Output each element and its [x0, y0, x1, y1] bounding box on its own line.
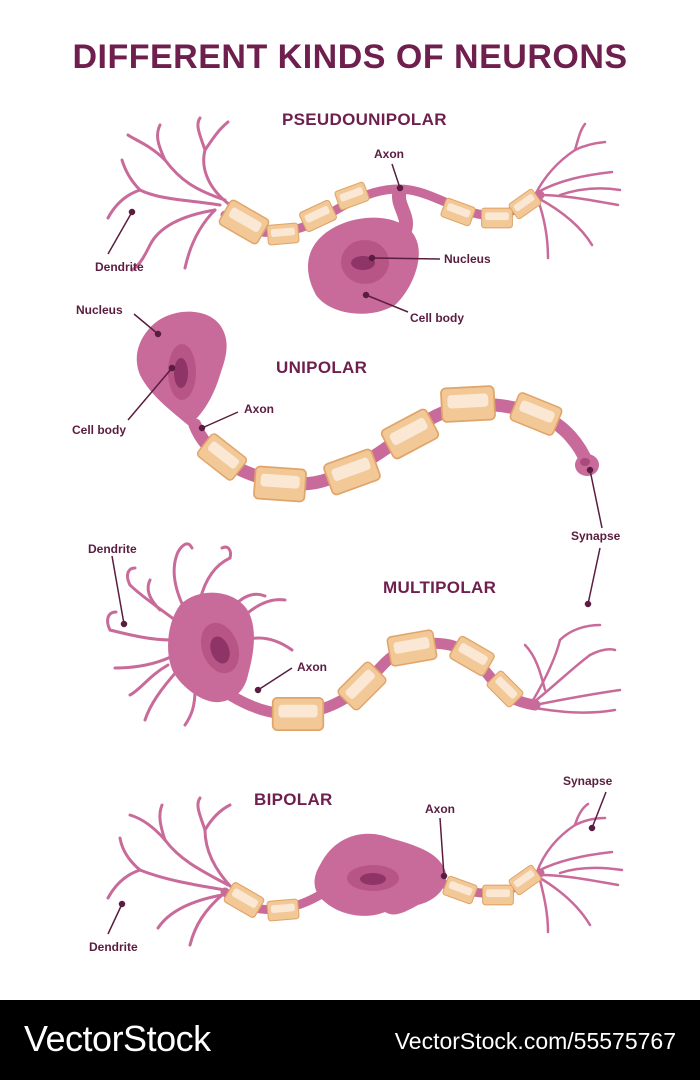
myelin-sheath [385, 628, 439, 668]
multipolar-terminals [523, 623, 622, 714]
label-nucleus: Nucleus [76, 303, 123, 317]
footer-bar: VectorStock VectorStock.com/55575767 [0, 1000, 700, 1080]
myelin-sheath [481, 207, 513, 229]
label-cell-body: Cell body [72, 423, 127, 437]
myelin-sheath [439, 196, 477, 228]
label-synapse: Synapse [571, 529, 621, 543]
bipolar-leaders [107, 791, 607, 935]
label-dendrite: Dendrite [95, 260, 144, 274]
label-axon: Axon [244, 402, 274, 416]
multipolar-nucleus [210, 636, 230, 664]
bipolar-neuron [106, 791, 624, 947]
myelin-sheath [217, 198, 271, 246]
label-cell-body: Cell body [410, 311, 465, 325]
section-title-bipolar: BIPOLAR [254, 790, 333, 809]
myelin-sheath [508, 390, 564, 438]
myelin-sheath [482, 884, 514, 906]
section-title-multipolar: MULTIPOLAR [383, 578, 497, 597]
pseudounipolar-neuron [106, 116, 622, 314]
bipolar-left-dendrites [106, 796, 234, 947]
neuron-diagram: DIFFERENT KINDS OF NEURONS [72, 38, 628, 954]
label-dendrite: Dendrite [88, 542, 137, 556]
myelin-sheath [252, 465, 308, 503]
unipolar-nucleus [174, 358, 188, 388]
unipolar-neuron [127, 311, 603, 608]
label-synapse: Synapse [563, 774, 613, 788]
label-nucleus: Nucleus [444, 252, 491, 266]
pseudounipolar-leaders [107, 163, 441, 313]
pseudounipolar-right-dendrites [533, 122, 622, 260]
myelin-sheath [441, 874, 479, 906]
neurons-illustration [106, 116, 624, 947]
pseudounipolar-left-dendrites [106, 116, 232, 272]
label-axon: Axon [425, 802, 455, 816]
myelin-sheath [333, 180, 371, 212]
brand-logo: VectorStock [24, 1018, 211, 1059]
label-axon: Axon [374, 147, 404, 161]
section-title-pseudounipolar: PSEUDOUNIPOLAR [282, 110, 447, 129]
page-title: DIFFERENT KINDS OF NEURONS [72, 38, 628, 76]
multipolar-neuron [106, 542, 622, 731]
myelin-sheath [266, 898, 300, 922]
myelin-sheath [439, 384, 497, 424]
bipolar-right-dendrites [535, 802, 624, 934]
image-id: VectorStock.com/55575767 [394, 1028, 676, 1054]
myelin-sheath [321, 447, 383, 497]
bipolar-nucleus [360, 873, 386, 885]
label-axon: Axon [297, 660, 327, 674]
myelin-sheath [266, 222, 300, 246]
pseudounipolar-nucleus [351, 256, 375, 270]
multipolar-leaders [111, 555, 293, 694]
section-title-unipolar: UNIPOLAR [276, 358, 368, 377]
myelin-sheath [271, 697, 325, 731]
unipolar-leaders [127, 313, 603, 608]
label-dendrite: Dendrite [89, 940, 138, 954]
